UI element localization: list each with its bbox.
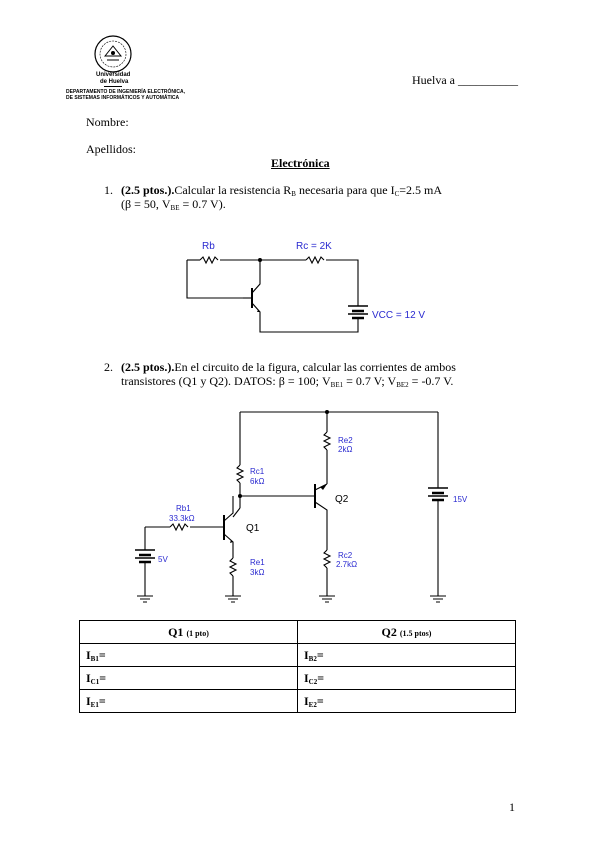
logo-dept2: DE SISTEMAS INFORMÁTICOS Y AUTOMÁTICA: [66, 95, 180, 101]
place-blank: __________: [457, 73, 518, 87]
circuit2-rb1-name: Rb1: [176, 504, 191, 513]
results-table: Q1 (1 pto) Q2 (1.5 ptos) IB1= IB2= IC1= …: [79, 620, 516, 713]
place-label: Huelva a: [412, 73, 455, 87]
logo-line2: de Huelva: [100, 79, 129, 85]
surname-label: Apellidos:: [86, 142, 136, 156]
circuit2-rc2-val: 2.7kΩ: [336, 560, 357, 569]
circuit-1-diagram: Rb Rc = 2K VCC = 12 V: [186, 241, 425, 333]
university-logo: Universidad de Huelva DEPARTAMENTO DE IN…: [66, 34, 185, 104]
q2-number: 2.: [104, 360, 113, 374]
answer-ie1-field[interactable]: IE1=: [79, 689, 298, 713]
answer-ib2-field[interactable]: IB2=: [297, 643, 516, 667]
page-number: 1: [509, 800, 515, 814]
circuit1-rc-label: Rc = 2K: [296, 241, 332, 252]
circuit1-rb-label: Rb: [202, 241, 215, 252]
q2-text: (2.5 ptos.).En el circuito de la figura,…: [121, 360, 456, 374]
answer-ie2-field[interactable]: IE2=: [297, 689, 516, 713]
circuit2-rc1-name: Rc1: [250, 467, 265, 476]
name-label: Nombre:: [86, 115, 129, 129]
answer-ib1-field[interactable]: IB1=: [79, 643, 298, 667]
place-date: Huelva a __________: [412, 73, 518, 88]
logo-dept1: DEPARTAMENTO DE INGENIERÍA ELECTRÓNICA,: [66, 89, 185, 95]
circuit-2-diagram: Re2 2kΩ Rc1 6kΩ Rb1 33.3kΩ Q1 Q2 Re1 3kΩ…: [135, 410, 468, 603]
logo-divider: [104, 86, 122, 87]
circuit2-rb1-val: 33.3kΩ: [169, 514, 195, 523]
circuit2-re2-val: 2kΩ: [338, 445, 352, 454]
circuit2-re2-name: Re2: [338, 436, 353, 445]
q2-points: (2.5 ptos.).: [121, 360, 175, 374]
page-title: Electrónica: [271, 156, 330, 170]
university-seal-icon: [94, 35, 132, 73]
table-row: IC1= IC2=: [79, 666, 516, 690]
logo-line1: Universidad: [96, 72, 131, 78]
answer-ic1-field[interactable]: IC1=: [79, 666, 298, 690]
circuit2-5v-label: 5V: [158, 555, 168, 564]
circuit2-re1-val: 3kΩ: [250, 568, 264, 577]
circuit2-15v-label: 15V: [453, 495, 468, 504]
table-header-row: Q1 (1 pto) Q2 (1.5 ptos): [79, 620, 516, 644]
table-row: IE1= IE2=: [79, 689, 516, 713]
circuit2-rc1-val: 6kΩ: [250, 477, 264, 486]
q1-points: (2.5 ptos.).: [121, 183, 175, 197]
circuit2-rc2-name: Rc2: [338, 551, 353, 560]
circuit2-q2-label: Q2: [335, 494, 349, 505]
q1-number: 1.: [104, 183, 113, 197]
table-col-q2: Q2 (1.5 ptos): [297, 620, 516, 644]
circuit2-re1-name: Re1: [250, 558, 265, 567]
circuit1-vcc-label: VCC = 12 V: [372, 310, 425, 321]
circuit2-q1-label: Q1: [246, 523, 260, 534]
table-row: IB1= IB2=: [79, 643, 516, 667]
q2-text-line2: transistores (Q1 y Q2). DATOS: β = 100; …: [121, 374, 454, 389]
q1-text: (2.5 ptos.).Calcular la resistencia RB n…: [121, 183, 443, 198]
q1-text-line2: (β = 50, VBE = 0.7 V).: [121, 197, 226, 212]
answer-ic2-field[interactable]: IC2=: [297, 666, 516, 690]
table-col-q1: Q1 (1 pto): [79, 620, 298, 644]
